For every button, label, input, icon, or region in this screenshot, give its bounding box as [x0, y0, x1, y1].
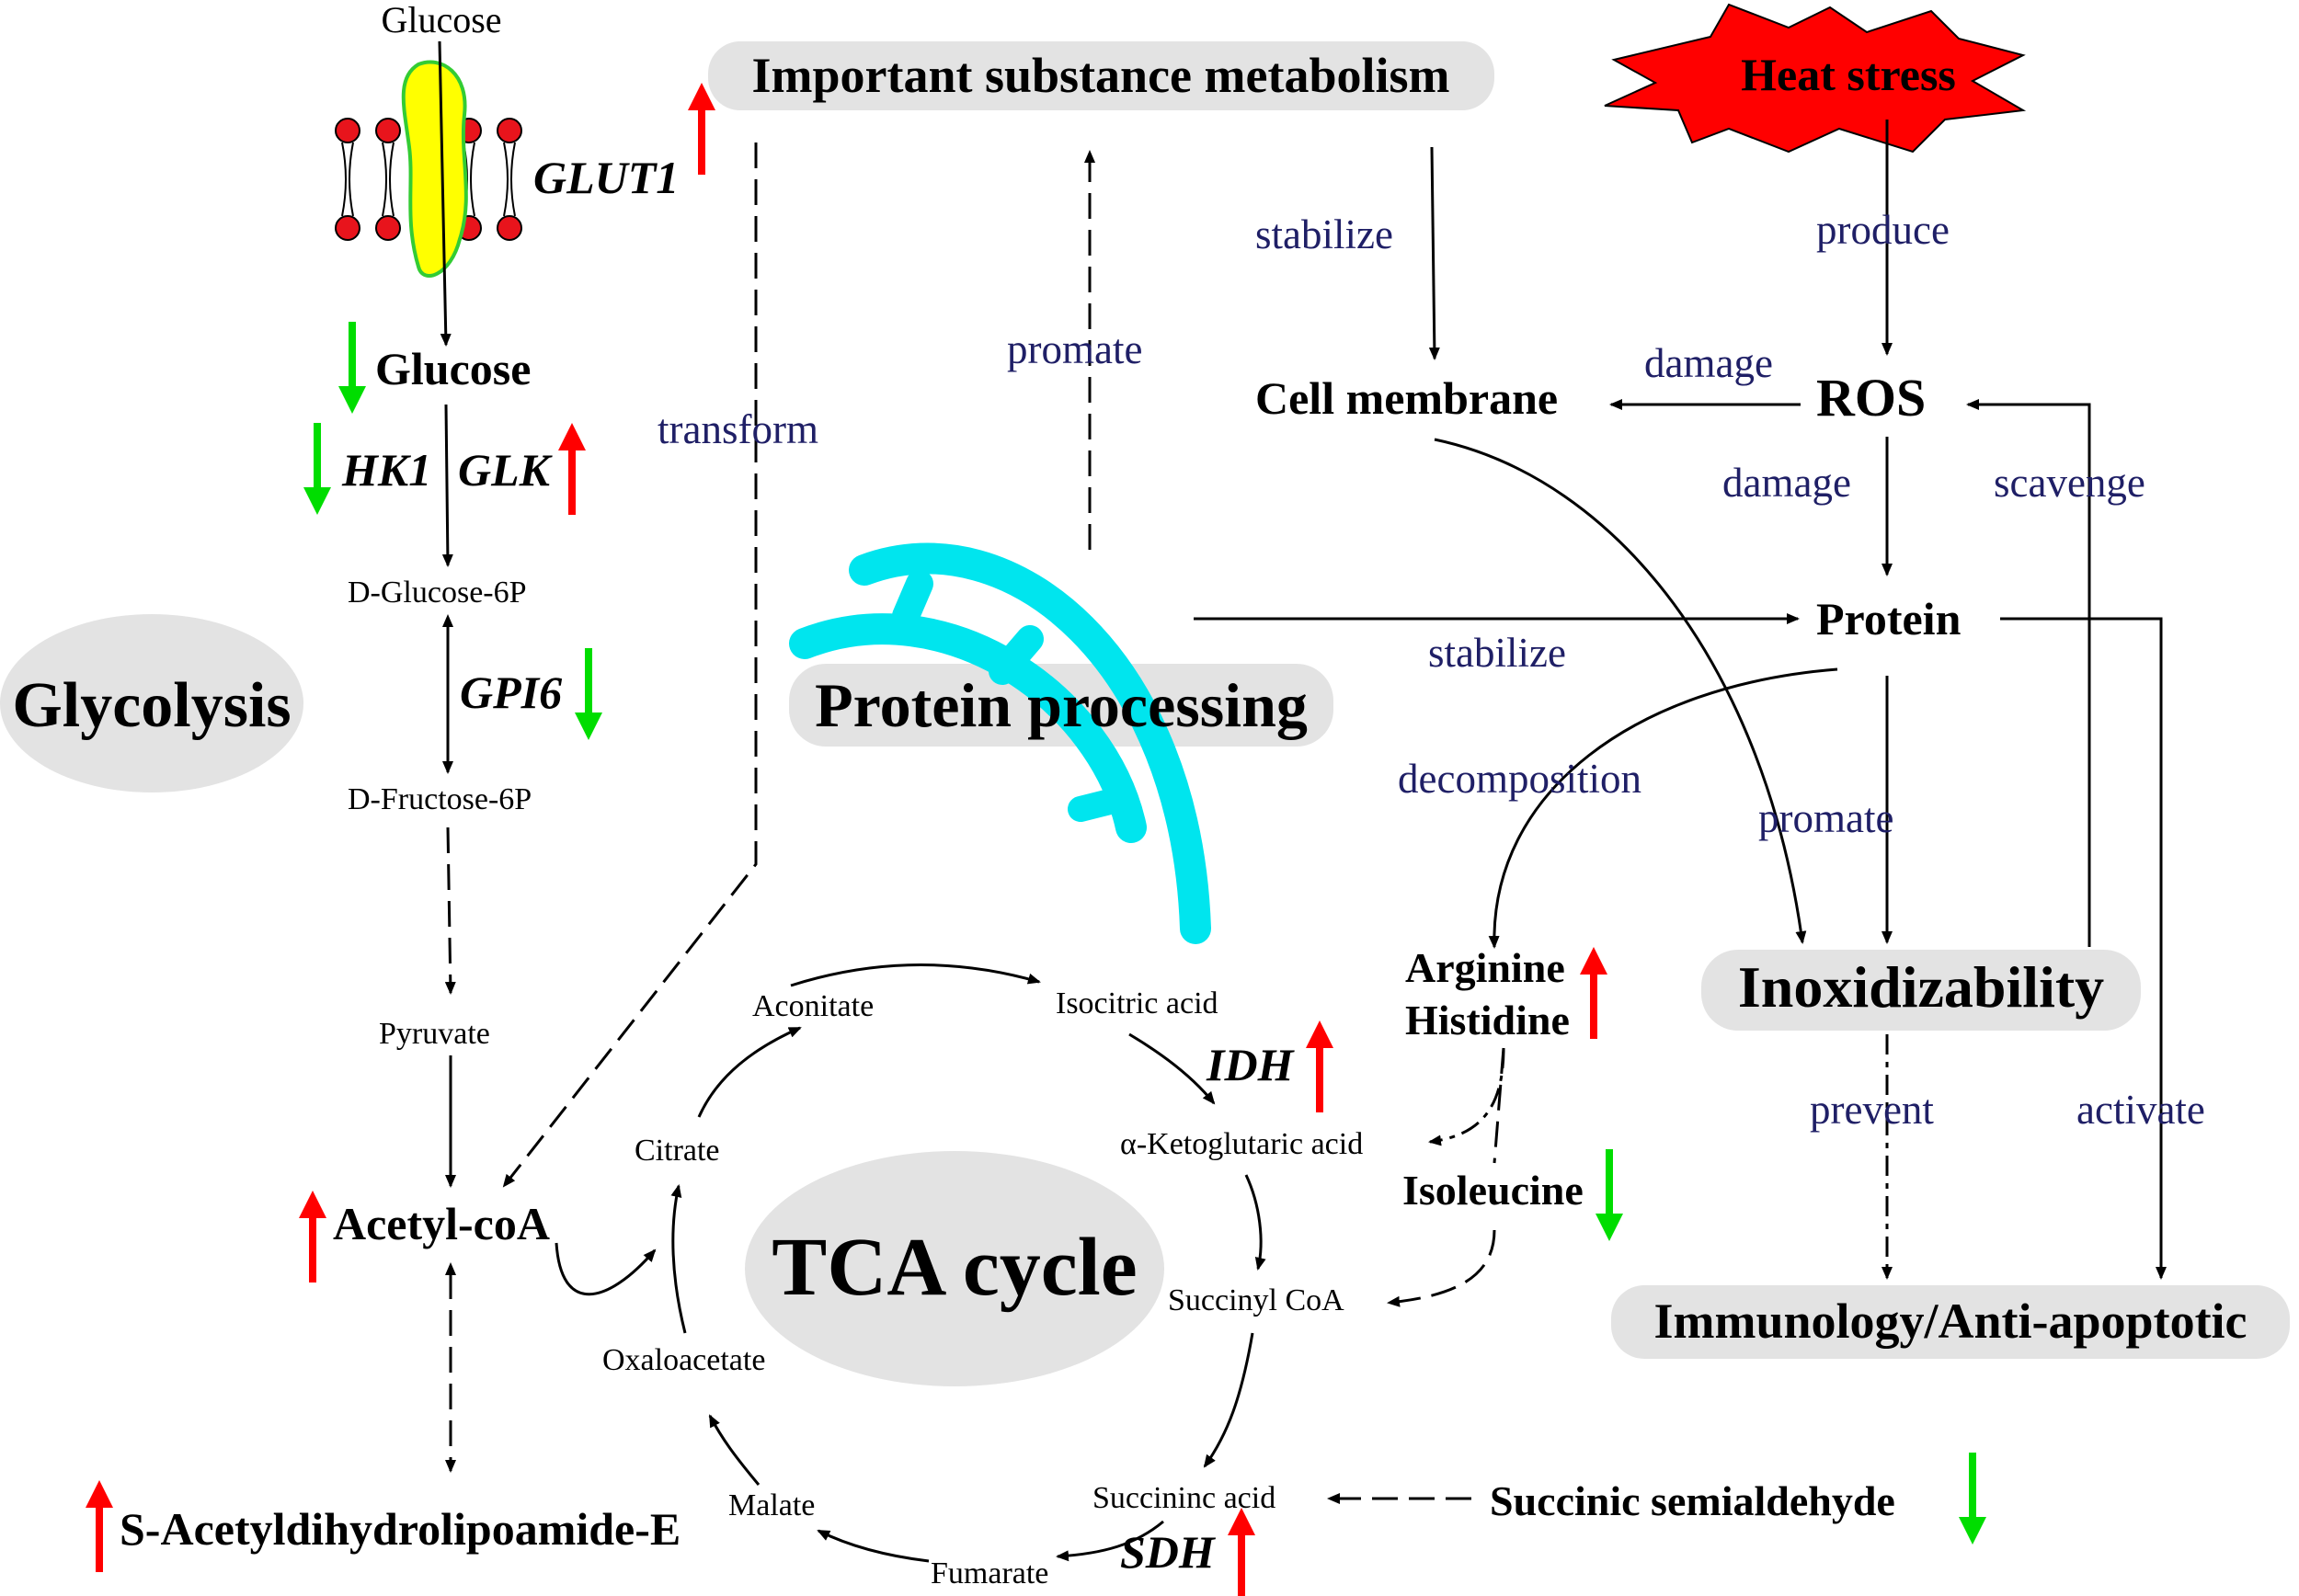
isoleucine-node: Isoleucine	[1402, 1167, 1584, 1214]
glut1-gene: GLUT1	[533, 152, 679, 203]
malate-node: Malate	[728, 1488, 815, 1522]
akg-to-succinyl-arrow	[1244, 1174, 1266, 1271]
succinic-acid-node: Succininc acid	[1092, 1481, 1275, 1515]
damage-protein-label: damage	[1722, 460, 1851, 506]
fumarate-to-malate-arrow	[817, 1529, 930, 1563]
down-arrow-icon	[575, 648, 602, 740]
cell-membrane-node: Cell membrane	[1255, 372, 1558, 424]
isocitric-to-akg-arrow	[1128, 1032, 1216, 1105]
up-arrow-icon	[1306, 1020, 1333, 1112]
promate-label: promate	[1758, 795, 1893, 841]
succinic-to-fumarate-arrow	[1056, 1520, 1164, 1562]
oxaloacetate-to-citrate-arrow	[670, 1184, 687, 1334]
protein-processing-label: Protein processing	[815, 670, 1308, 740]
up-arrow-icon	[688, 83, 715, 175]
down-arrow-icon	[303, 423, 331, 515]
protein-node: Protein	[1816, 593, 1962, 644]
f6p-to-pyruvate-arrow	[444, 826, 456, 995]
stabilize-membrane-label: stabilize	[1255, 211, 1393, 257]
hk1-gene: HK1	[341, 444, 431, 496]
important-metabolism-label: Important substance metabolism	[751, 48, 1449, 103]
glycolysis-title: Glycolysis	[12, 670, 291, 741]
tca-cycle-ellipse	[745, 1151, 1164, 1386]
protein-activate-arrow	[2000, 617, 2167, 1280]
oxaloacetate-node: Oxaloacetate	[602, 1343, 765, 1377]
succinyl-coa-node: Succinyl CoA	[1168, 1283, 1344, 1317]
down-arrow-icon	[1959, 1453, 1986, 1545]
decomposition-label: decomposition	[1398, 756, 1641, 802]
up-arrow-icon	[1580, 947, 1607, 1039]
endoplasmic-reticulum-shape	[789, 542, 1211, 944]
citrate-to-aconitate-arrow	[697, 1026, 802, 1118]
succinic-semialdehyde-node: Succinic semialdehyde	[1490, 1477, 1895, 1524]
heat-stress-starburst	[1604, 3, 2027, 154]
glk-gene: GLK	[458, 444, 554, 496]
sdh-gene: SDH	[1120, 1526, 1217, 1578]
heat-stress-label: Heat stress	[1741, 49, 1956, 100]
down-arrow-icon	[1596, 1149, 1623, 1241]
transform-label: transform	[658, 406, 818, 452]
stabilize-protein-label: stabilize	[1428, 630, 1566, 676]
produce-label: produce	[1816, 207, 1950, 253]
up-arrow-icon	[558, 423, 586, 515]
up-arrow-icon	[1228, 1508, 1255, 1596]
transform-dashed-line	[502, 142, 758, 1188]
glucose-outside-label: Glucose	[381, 0, 501, 40]
glucose-node: Glucose	[375, 343, 531, 394]
down-arrow-icon	[338, 322, 366, 414]
activate-label: activate	[2076, 1087, 2205, 1133]
stabilize-to-membrane-arrow	[1428, 146, 1440, 360]
f6p-node: D-Fructose-6P	[348, 782, 532, 816]
glucose-to-g6p-arrow	[441, 404, 453, 567]
isoleucine-to-succinyl-arrow	[1387, 1229, 1496, 1307]
immunology-box	[1611, 1285, 2290, 1359]
important-metabolism-box	[708, 41, 1494, 110]
histidine-node: Histidine	[1405, 997, 1570, 1043]
acetylcoa-to-citrate-arrow	[555, 1242, 657, 1296]
s-acetyldihydrolipoamide-node: S-Acetyldihydrolipoamide-E	[120, 1503, 681, 1555]
isocitric-node: Isocitric acid	[1056, 986, 1218, 1020]
aconitate-to-isocitric-arrow	[790, 963, 1041, 987]
damage-membrane-label: damage	[1644, 340, 1773, 386]
citrate-node: Citrate	[635, 1134, 720, 1168]
inoxidizability-box	[1701, 950, 2141, 1031]
inoxidizability-node: Inoxidizability	[1738, 954, 2104, 1020]
fumarate-node: Fumarate	[931, 1556, 1048, 1590]
scavenge-label: scavenge	[1994, 460, 2145, 506]
ros-node: ROS	[1816, 368, 1926, 428]
glucose-transport-arrow	[438, 40, 452, 347]
malate-to-oxaloacetate-arrow	[708, 1414, 761, 1486]
g6p-node: D-Glucose-6P	[348, 576, 527, 610]
pyruvate-node: Pyruvate	[379, 1017, 490, 1051]
aconitate-node: Aconitate	[752, 989, 874, 1023]
arginine-node: Arginine	[1405, 944, 1565, 991]
arg-to-isoleucine-dashed	[1493, 1047, 1505, 1164]
akg-node: α-Ketoglutaric acid	[1120, 1127, 1363, 1161]
gpi6-gene: GPI6	[460, 667, 562, 718]
prevent-label: prevent	[1810, 1087, 1934, 1133]
acetyl-coa-node: Acetyl-coA	[333, 1198, 550, 1249]
membrane-to-inox-arrow	[1434, 438, 1807, 944]
promate-up-label: promate	[1007, 326, 1142, 372]
glycolysis-ellipse	[0, 614, 303, 792]
immunology-node: Immunology/Anti-apoptotic	[1653, 1294, 2247, 1349]
up-arrow-icon	[299, 1191, 326, 1282]
protein-decomposition-arrow	[1488, 667, 1838, 949]
up-arrow-icon	[86, 1480, 113, 1572]
idh-gene: IDH	[1206, 1039, 1296, 1090]
glut1-transporter	[401, 60, 468, 278]
histidine-to-akg-arrow	[1428, 1047, 1505, 1146]
tca-cycle-title: TCA cycle	[772, 1222, 1137, 1313]
succinyl-to-succinic-arrow	[1203, 1332, 1254, 1468]
scavenge-arrow	[1966, 399, 2091, 947]
